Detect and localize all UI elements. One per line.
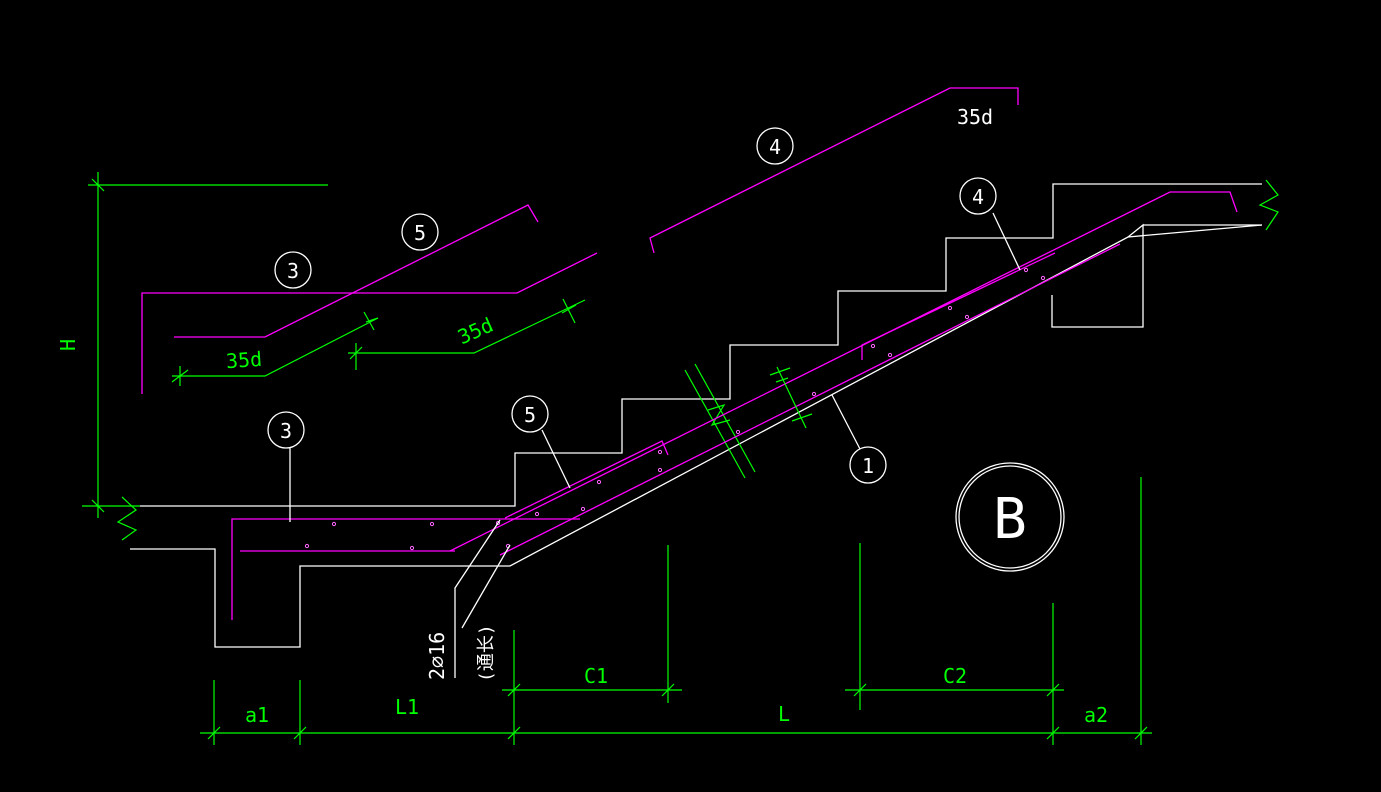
- callout-label: 3: [280, 419, 292, 443]
- rebar-spec-note: (通长): [476, 624, 497, 682]
- callout-5-lower[interactable]: 5: [511, 395, 549, 433]
- dim-a1: a1: [245, 703, 269, 727]
- callout-label: 1: [862, 454, 874, 478]
- rebar-callouts: 3 5 4 4 3 5 1: [267, 127, 997, 484]
- dim-L1: L1: [395, 695, 419, 719]
- section-mark[interactable]: B: [955, 462, 1065, 572]
- dim-C2: C2: [943, 664, 967, 688]
- callout-4-upper[interactable]: 4: [756, 127, 794, 165]
- anchorage-label: 35d: [454, 313, 497, 350]
- dimension-labels: H 35d 35d 35d a1 L1 C1 L C2 a2 2⌀16 (通长): [56, 105, 1108, 727]
- callout-label: 3: [287, 259, 299, 283]
- anchorage-label: 35d: [957, 105, 993, 129]
- callout-1[interactable]: 1: [849, 446, 887, 484]
- section-mark-label: B: [993, 487, 1027, 552]
- break-symbols: [116, 179, 1279, 541]
- callout-3-upper[interactable]: 3: [274, 251, 312, 289]
- callout-4-lower[interactable]: 4: [959, 177, 997, 215]
- anchorage-label: 35d: [225, 347, 263, 373]
- callout-label: 5: [524, 403, 536, 427]
- rebar-lines: [141, 87, 1238, 620]
- dimension-lines: [82, 172, 1152, 745]
- callout-label: 4: [769, 135, 781, 159]
- dim-a2: a2: [1084, 703, 1108, 727]
- rebar-spec: 2⌀16: [425, 632, 449, 680]
- callout-label: 4: [972, 185, 984, 209]
- leader-lines: [289, 212, 1021, 678]
- dim-L: L: [778, 702, 790, 726]
- dim-C1: C1: [584, 664, 608, 688]
- height-label: H: [56, 339, 80, 351]
- callout-5-upper[interactable]: 5: [401, 213, 439, 251]
- callout-label: 5: [414, 221, 426, 245]
- callout-3-lower[interactable]: 3: [267, 411, 305, 449]
